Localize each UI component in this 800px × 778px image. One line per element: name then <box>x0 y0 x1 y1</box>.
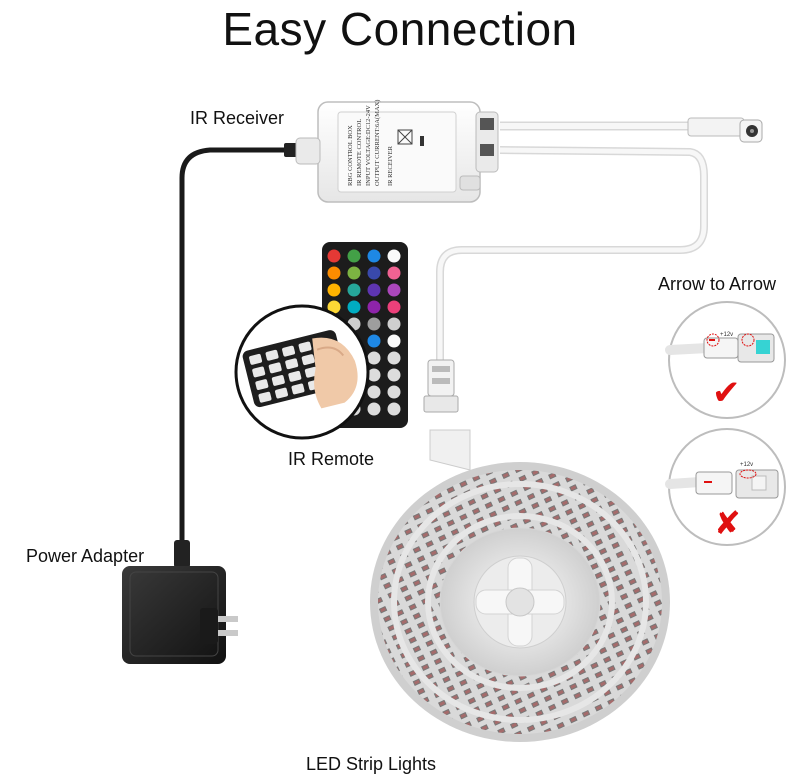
remote-button <box>367 368 381 382</box>
page-title: Easy Connection <box>222 3 578 55</box>
remote-button <box>258 391 272 403</box>
remote-button <box>367 402 381 416</box>
remote-button <box>387 317 401 331</box>
remote-button <box>387 385 401 399</box>
label-ir-remote: IR Remote <box>288 449 375 469</box>
ir-remote <box>234 242 408 440</box>
remote-button <box>327 283 341 297</box>
led-strip-reel <box>370 429 670 742</box>
box-text-5: IR RECEIVER <box>387 145 394 186</box>
remote-button <box>387 283 401 297</box>
dc-jack <box>687 117 763 143</box>
remote-button <box>367 385 381 399</box>
remote-button <box>367 351 381 365</box>
remote-button <box>387 402 401 416</box>
box-text-3: INPUT VOLTAGE:DC12-24V <box>365 105 372 186</box>
cable-strain-relief <box>174 540 190 568</box>
remote-button <box>255 379 269 390</box>
remote-button <box>347 249 361 263</box>
remote-button <box>268 362 282 374</box>
remote-button <box>387 334 401 348</box>
remote-button <box>275 387 288 399</box>
remote-button <box>298 341 312 353</box>
remote-button <box>347 283 361 297</box>
remote-button <box>387 351 401 365</box>
box-text-4: OUTPUT CURRENT:6A(MAX) <box>374 100 381 186</box>
power-adapter <box>122 566 238 664</box>
connector-correct: +12v ✔ <box>665 301 786 419</box>
remote-button <box>387 300 401 314</box>
check-mark: ✔ <box>712 373 741 413</box>
label-ir-receiver: IR Receiver <box>190 108 285 128</box>
remote-button <box>347 300 361 314</box>
x-mark: ✘ <box>714 504 741 542</box>
ir-receiver-box: RBG CONTROL BOX IR REMOTE CONTROL INPUT … <box>295 100 499 203</box>
remote-button <box>327 249 341 263</box>
connector-wrong: +12v ✘ <box>665 428 786 546</box>
box-text-2: IR REMOTE CONTROL <box>356 119 363 186</box>
remote-button <box>301 354 315 366</box>
remote-button <box>282 345 296 357</box>
remote-button <box>265 349 279 361</box>
remote-in-hand <box>242 330 358 409</box>
label-power-adapter: Power Adapter <box>26 546 145 566</box>
remote-button <box>367 334 381 348</box>
remote-button <box>291 383 305 395</box>
voltage-label-bad: +12v <box>740 462 753 468</box>
remote-button <box>252 366 266 378</box>
remote-button <box>367 249 381 263</box>
remote-button <box>367 300 381 314</box>
power-cable <box>179 147 299 563</box>
remote-button <box>347 266 361 280</box>
remote-button <box>387 266 401 280</box>
remote-button <box>367 317 381 331</box>
remote-button <box>367 266 381 280</box>
remote-button <box>387 249 401 263</box>
remote-button <box>288 370 302 382</box>
remote-button <box>387 368 401 382</box>
remote-button <box>327 266 341 280</box>
remote-button <box>285 358 299 370</box>
remote-button <box>249 353 263 365</box>
remote-button <box>367 283 381 297</box>
label-led-strip: LED Strip Lights <box>306 754 437 774</box>
box-text-1: RBG CONTROL BOX <box>347 125 354 186</box>
remote-button <box>327 300 341 314</box>
strip-connector <box>423 359 459 413</box>
label-arrow-to-arrow: Arrow to Arrow <box>658 274 777 294</box>
voltage-label-ok: +12v <box>720 332 733 338</box>
remote-button <box>271 375 285 386</box>
